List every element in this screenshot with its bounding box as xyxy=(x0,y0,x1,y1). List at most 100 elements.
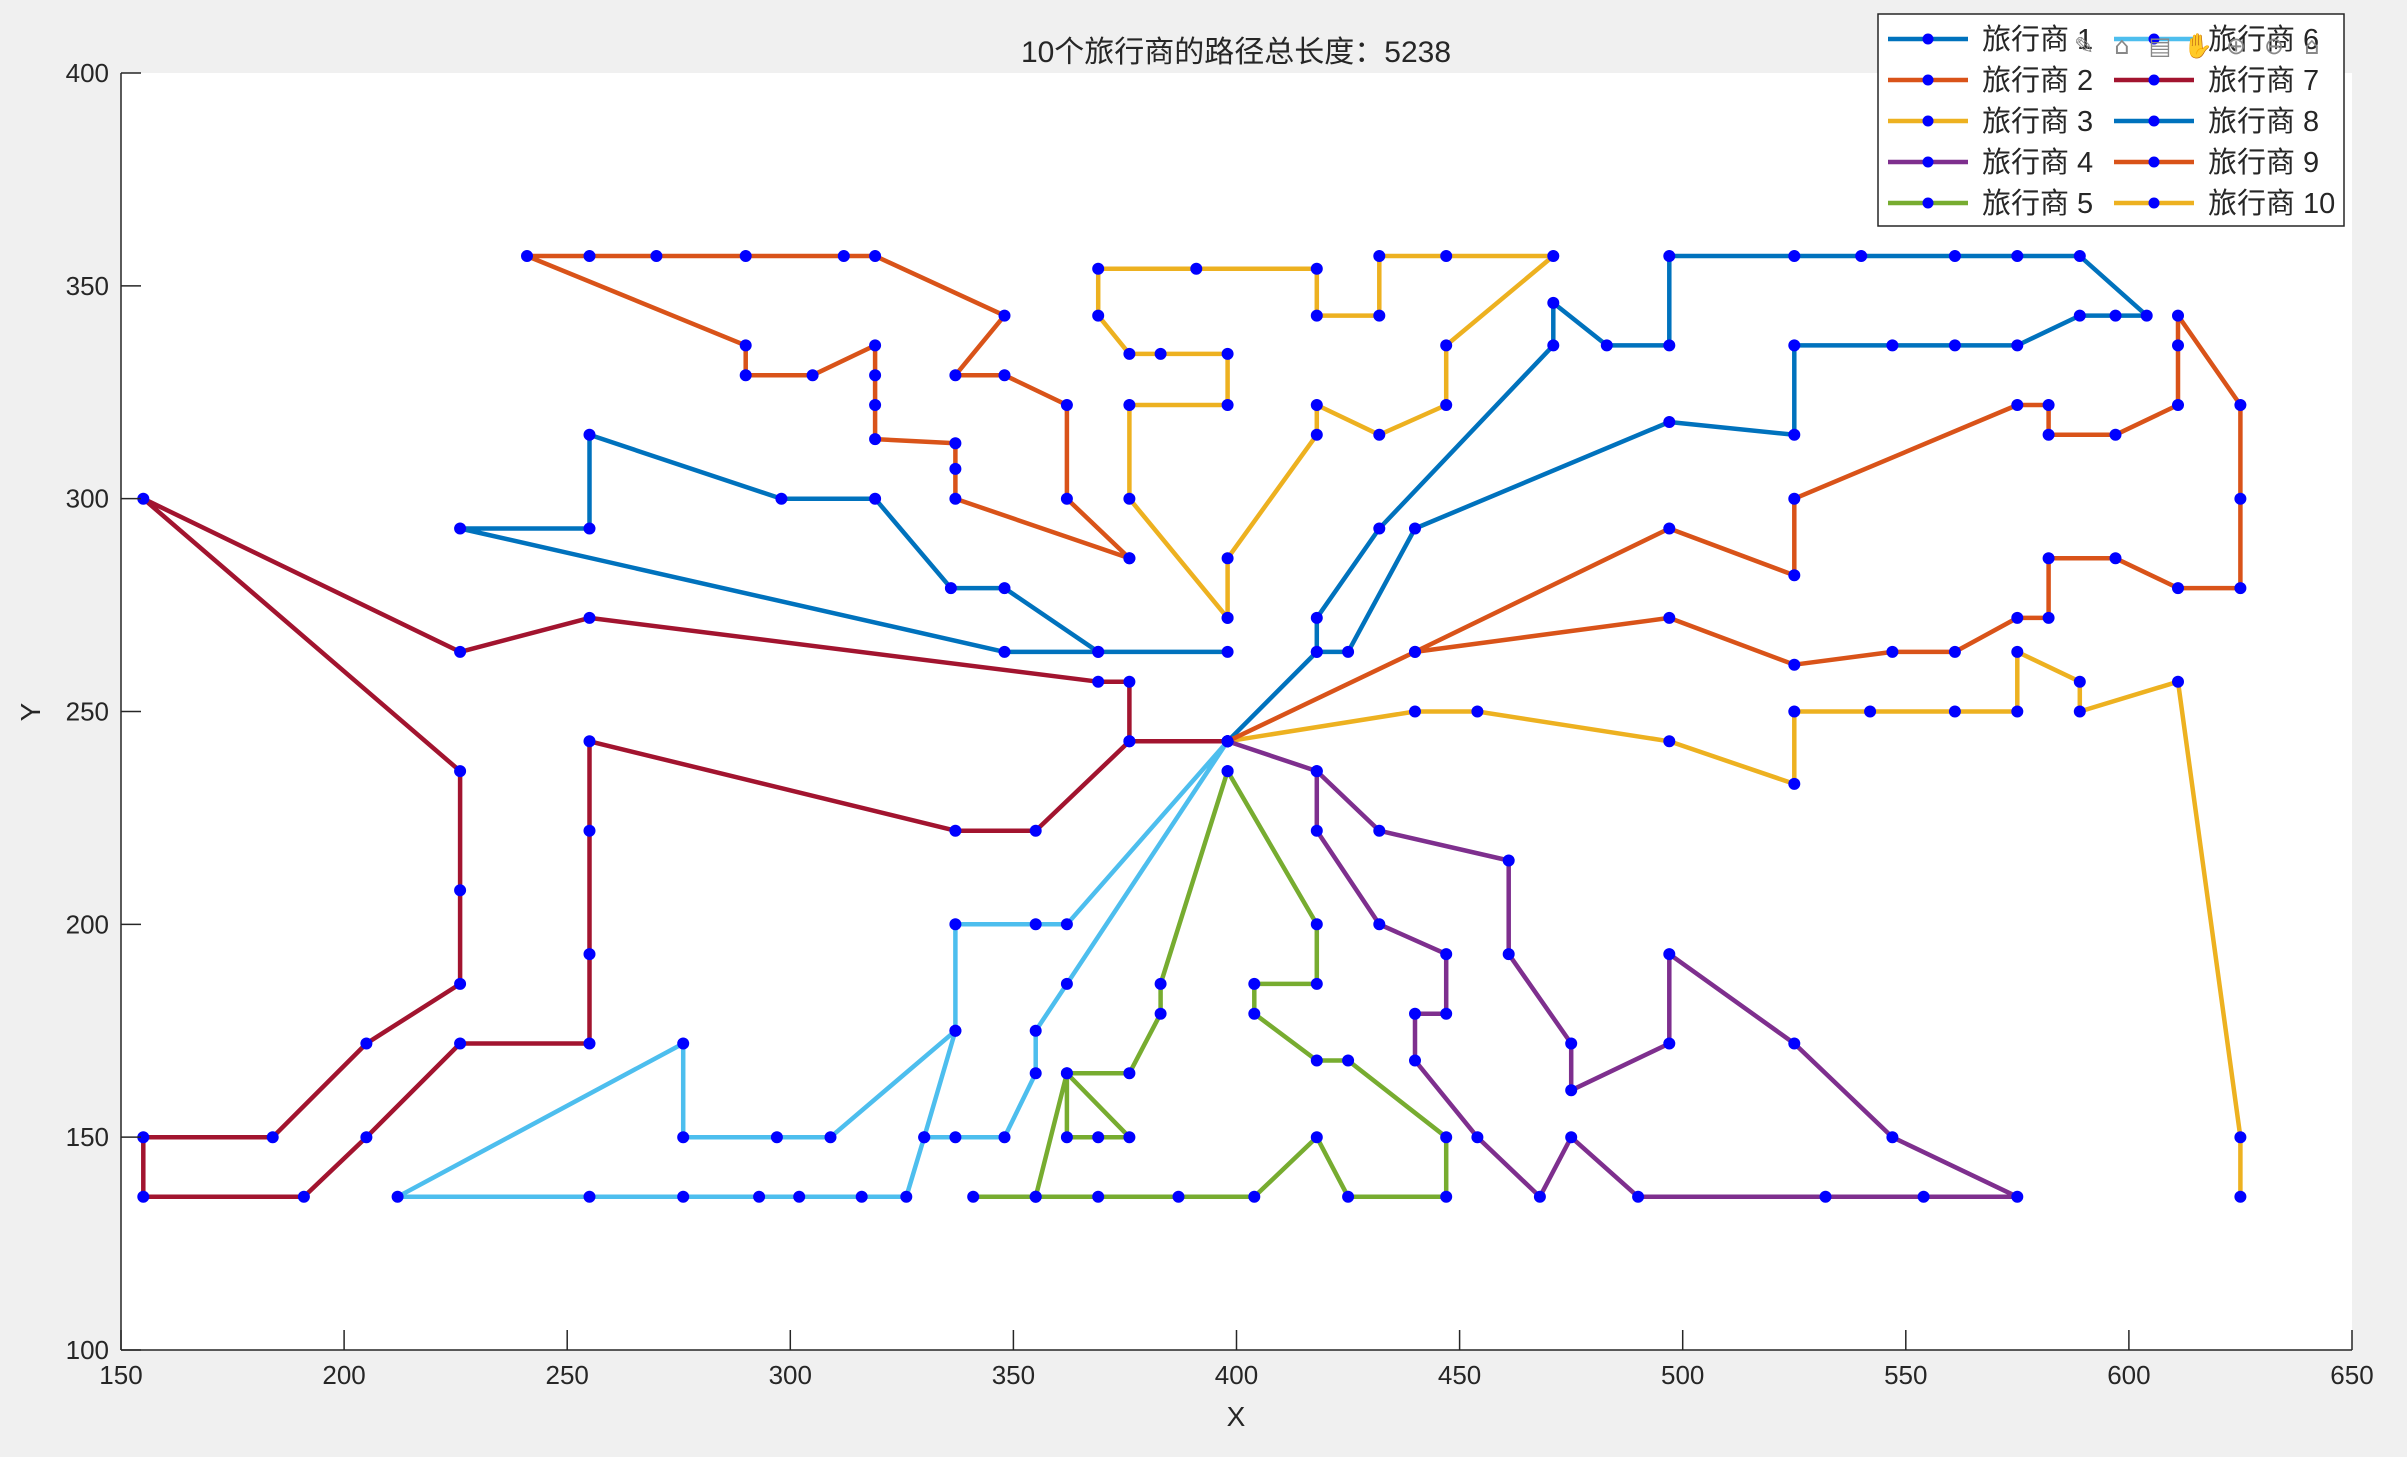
data-point xyxy=(521,250,533,262)
legend-marker xyxy=(1922,197,1934,209)
data-point xyxy=(949,1131,962,1144)
data-point xyxy=(1948,339,1961,352)
y-tick-label: 150 xyxy=(66,1122,109,1152)
series-2 xyxy=(521,250,1136,565)
data-point xyxy=(1373,918,1386,931)
data-point xyxy=(1248,977,1261,990)
data-point xyxy=(1310,1054,1323,1067)
data-point xyxy=(1440,948,1453,961)
data-point xyxy=(2011,611,2024,624)
data-point xyxy=(2073,250,2086,262)
x-tick-label: 550 xyxy=(1884,1360,1927,1390)
data-point xyxy=(869,369,882,382)
data-point xyxy=(1886,645,1899,658)
data-point xyxy=(2172,675,2184,688)
legend-label: 旅行商 8 xyxy=(2208,105,2319,138)
pan-icon[interactable]: ✋ xyxy=(2183,32,2213,60)
legend-marker xyxy=(2148,33,2160,45)
data-point xyxy=(583,522,596,535)
edit-icon[interactable]: ✎ xyxy=(2073,32,2095,60)
data-point xyxy=(1221,735,1234,748)
legend-item[interactable]: 旅行商 8 xyxy=(2114,105,2319,138)
data-point xyxy=(1440,399,1453,411)
legend-item[interactable]: 旅行商 7 xyxy=(2114,64,2319,97)
data-point xyxy=(1409,705,1421,718)
legend-item[interactable]: 旅行商 10 xyxy=(2114,187,2335,220)
legend-item[interactable]: 旅行商 4 xyxy=(1888,146,2093,179)
data-point xyxy=(2011,705,2024,718)
data-point xyxy=(1092,675,1105,688)
data-point xyxy=(677,1037,690,1050)
data-point xyxy=(998,582,1011,595)
data-point xyxy=(1663,948,1676,961)
data-point xyxy=(1029,1024,1042,1037)
data-point xyxy=(2172,339,2184,352)
series-4 xyxy=(1221,735,2024,1203)
zoom-in-icon[interactable]: ⊕ xyxy=(2225,32,2247,60)
data-point xyxy=(266,1131,279,1144)
legend[interactable]: 旅行商 1 旅行商 2 旅行商 3 旅行商 4 旅行商 5 旅行商 6 旅行商 7 旅行商 8… xyxy=(1877,13,2345,227)
home-icon[interactable]: ⌂ xyxy=(2304,32,2320,60)
x-tick-label: 250 xyxy=(546,1360,589,1390)
data-point xyxy=(1029,918,1042,931)
data-point xyxy=(1788,250,1801,262)
data-point xyxy=(949,1024,962,1037)
series-3 xyxy=(1221,645,2247,1203)
legend-marker xyxy=(1922,115,1934,127)
data-point xyxy=(2042,552,2055,565)
data-point xyxy=(2073,705,2086,718)
data-point xyxy=(1547,296,1560,309)
data-point xyxy=(1060,918,1073,931)
data-point xyxy=(998,369,1011,382)
series-5 xyxy=(967,765,1453,1203)
data-point xyxy=(1440,339,1453,352)
data-point xyxy=(650,250,663,262)
data-point xyxy=(1221,611,1234,624)
data-point xyxy=(2042,611,2055,624)
legend-item[interactable]: 旅行商 2 xyxy=(1888,64,2093,97)
data-point xyxy=(1565,1084,1578,1097)
data-point xyxy=(869,250,882,262)
legend-item[interactable]: 旅行商 6 xyxy=(2114,23,2319,56)
data-point xyxy=(1154,1007,1167,1020)
data-point xyxy=(1060,1067,1073,1080)
data-point xyxy=(855,1190,868,1203)
data-point xyxy=(583,1037,596,1050)
brush-icon[interactable]: ⌂ xyxy=(2114,32,2130,60)
data-point xyxy=(1092,1190,1105,1203)
data-point xyxy=(1342,1054,1355,1067)
legend-item[interactable]: 旅行商 3 xyxy=(1888,105,2093,138)
data-point xyxy=(1663,735,1676,748)
x-tick-label: 300 xyxy=(769,1360,812,1390)
zoom-out-icon[interactable]: ⊖ xyxy=(2263,32,2285,60)
data-point xyxy=(1154,347,1167,360)
legend-label: 旅行商 7 xyxy=(2208,64,2319,97)
data-point xyxy=(949,462,962,475)
data-point xyxy=(1310,428,1323,441)
data-point xyxy=(1029,1190,1042,1203)
x-tick-label: 600 xyxy=(2107,1360,2150,1390)
data-point xyxy=(1221,347,1234,360)
data-point xyxy=(677,1190,690,1203)
data-point xyxy=(1663,250,1676,262)
data-point xyxy=(583,1190,596,1203)
legend-item[interactable]: 旅行商 9 xyxy=(2114,146,2319,179)
series-line xyxy=(970,769,1449,1200)
data-point xyxy=(2172,582,2184,595)
data-point xyxy=(1310,977,1323,990)
legend-marker xyxy=(2148,156,2160,168)
data-tip-icon[interactable]: ▤ xyxy=(2148,32,2172,60)
data-point xyxy=(1123,399,1136,411)
data-point xyxy=(2234,399,2247,411)
data-point xyxy=(1221,552,1234,565)
data-point xyxy=(1502,854,1515,867)
legend-item[interactable]: 旅行商 1 xyxy=(1888,23,2093,56)
x-tick-label: 350 xyxy=(992,1360,1035,1390)
data-point xyxy=(753,1190,766,1203)
legend-item[interactable]: 旅行商 5 xyxy=(1888,187,2093,220)
data-point xyxy=(1373,250,1386,262)
y-tick-label: 300 xyxy=(66,484,109,514)
data-point xyxy=(583,611,596,624)
data-point xyxy=(2172,309,2184,322)
